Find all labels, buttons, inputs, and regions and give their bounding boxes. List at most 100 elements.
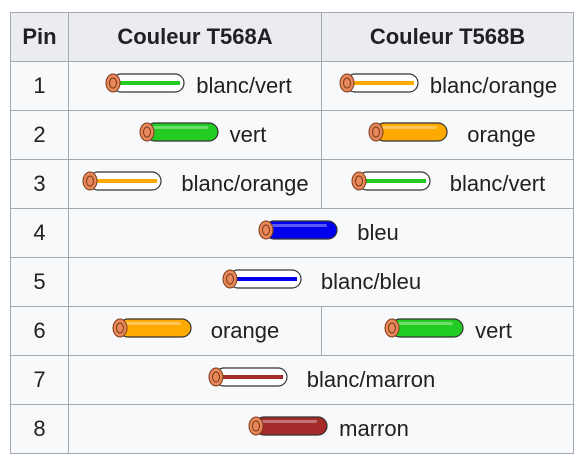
header-pin: Pin xyxy=(10,12,69,62)
cable-stripe xyxy=(349,81,414,86)
wire-cell-t568a: vert xyxy=(68,110,322,160)
cable-insulation xyxy=(118,318,192,338)
cable-highlight xyxy=(261,420,318,424)
copper-core xyxy=(388,322,397,334)
wire-label: blanc/vert xyxy=(449,171,546,197)
cable-graphic xyxy=(208,367,288,387)
wire-icon xyxy=(247,415,335,443)
wire-cell-t568b: blanc/orange xyxy=(321,61,574,111)
table-row: 8 marron xyxy=(10,404,574,454)
cable-insulation xyxy=(264,220,338,240)
cable-stripe xyxy=(218,375,283,380)
copper-core xyxy=(86,175,95,187)
wire-cell-t568a: orange xyxy=(68,306,322,356)
table-row: 7 blanc/marron xyxy=(10,355,574,405)
wire-icon xyxy=(338,72,426,100)
table-row: 3 blanc/orange blanc/vert xyxy=(10,159,574,209)
table-row: 1 blanc/vert blanc/orange xyxy=(10,61,574,111)
wire-cell-t568a: blanc/orange xyxy=(68,159,322,209)
cable-graphic xyxy=(222,269,302,289)
copper-core xyxy=(252,420,261,432)
table-row: 6 orange vert xyxy=(10,306,574,356)
cable-graphic xyxy=(82,171,162,191)
cable-stripe xyxy=(93,179,158,184)
cable-insulation xyxy=(390,318,464,338)
wire-label: blanc/bleu xyxy=(320,269,422,295)
copper-conductor xyxy=(105,73,121,93)
copper-conductor xyxy=(208,367,224,387)
copper-core xyxy=(225,273,234,285)
header-row: Pin Couleur T568A Couleur T568B xyxy=(10,12,574,62)
wire-cell-t568a: blanc/vert xyxy=(68,61,322,111)
header-t568a: Couleur T568A xyxy=(68,12,322,62)
cable-graphic xyxy=(258,220,338,240)
wire-label: blanc/orange xyxy=(181,171,309,197)
copper-core xyxy=(342,77,351,89)
copper-conductor xyxy=(248,416,264,436)
table-row: 2 vert orange xyxy=(10,110,574,160)
cable-highlight xyxy=(151,126,208,130)
cable-stripe xyxy=(116,81,181,86)
wire-icon xyxy=(111,317,199,345)
cable-stripe xyxy=(232,277,297,282)
cable-graphic xyxy=(139,122,219,142)
cable-graphic xyxy=(384,318,464,338)
wire-label: blanc/marron xyxy=(306,367,436,393)
table-row: 4 bleu xyxy=(10,208,574,258)
wire-icon xyxy=(104,72,192,100)
wire-icon xyxy=(81,170,169,198)
wire-label: vert xyxy=(229,122,267,148)
header-t568b: Couleur T568B xyxy=(321,12,574,62)
copper-conductor xyxy=(222,269,238,289)
cable-insulation xyxy=(254,416,328,436)
wire-label: blanc/vert xyxy=(196,73,292,99)
wire-icon xyxy=(350,170,438,198)
wire-cell-t568b: blanc/vert xyxy=(321,159,574,209)
copper-core xyxy=(109,77,118,89)
copper-conductor xyxy=(368,122,384,142)
copper-conductor xyxy=(384,318,400,338)
wire-label: vert xyxy=(475,318,512,344)
copper-core xyxy=(262,224,271,236)
copper-core xyxy=(354,175,363,187)
copper-core xyxy=(142,126,151,138)
cable-highlight xyxy=(124,322,181,326)
cable-highlight xyxy=(271,224,328,228)
cable-graphic xyxy=(351,171,431,191)
wire-cell-both: blanc/marron xyxy=(68,355,574,405)
cable-graphic xyxy=(105,73,185,93)
copper-core xyxy=(372,126,381,138)
pinout-table: Pin Couleur T568A Couleur T568B 1 blanc/… xyxy=(10,12,574,454)
wire-icon xyxy=(207,366,295,394)
cable-graphic xyxy=(248,416,328,436)
wire-label: orange xyxy=(467,122,536,148)
copper-core xyxy=(115,322,124,334)
wire-cell-both: marron xyxy=(68,404,574,454)
cable-highlight xyxy=(397,322,454,326)
pin-number: 3 xyxy=(10,159,69,209)
cable-stripe xyxy=(361,179,426,184)
copper-conductor xyxy=(351,171,367,191)
cable-graphic xyxy=(368,122,448,142)
wire-icon xyxy=(257,219,345,247)
wire-cell-t568b: vert xyxy=(321,306,574,356)
cable-insulation xyxy=(145,122,219,142)
wire-cell-both: bleu xyxy=(68,208,574,258)
copper-conductor xyxy=(258,220,274,240)
copper-conductor xyxy=(112,318,128,338)
wire-cell-t568b: orange xyxy=(321,110,574,160)
cable-insulation xyxy=(374,122,448,142)
pin-number: 7 xyxy=(10,355,69,405)
wire-icon xyxy=(138,121,226,149)
pin-number: 1 xyxy=(10,61,69,111)
wire-label: bleu xyxy=(357,220,399,246)
pin-number: 5 xyxy=(10,257,69,307)
wire-label: blanc/orange xyxy=(429,73,558,99)
wire-label: orange xyxy=(210,318,280,344)
copper-conductor xyxy=(82,171,98,191)
wire-cell-both: blanc/bleu xyxy=(68,257,574,307)
wire-icon xyxy=(383,317,471,345)
wire-icon xyxy=(221,268,309,296)
cable-graphic xyxy=(339,73,419,93)
wire-icon xyxy=(367,121,455,149)
